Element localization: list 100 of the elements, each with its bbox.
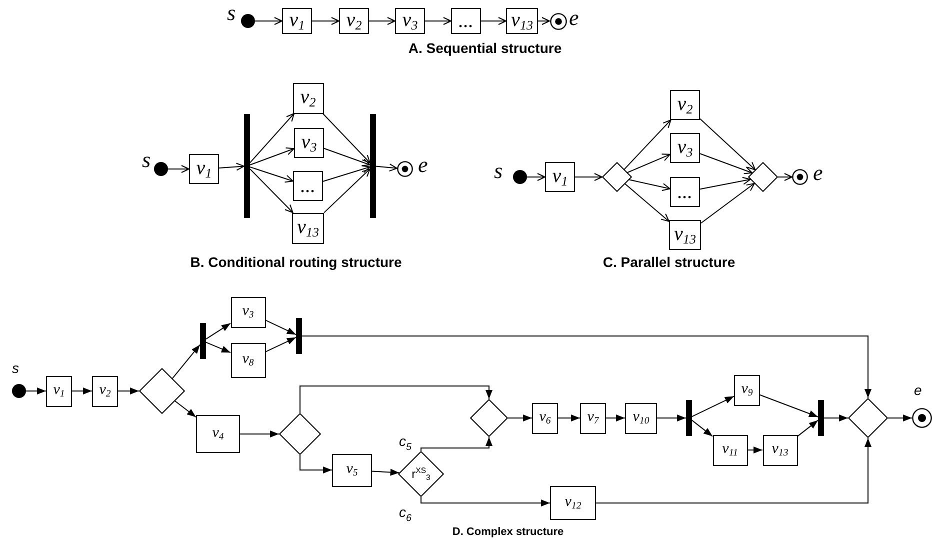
process-box	[545, 162, 575, 192]
node-label: v$_{4}$	[212, 426, 224, 442]
process-box	[293, 171, 323, 201]
process-box	[506, 8, 538, 34]
connector-arrow	[72, 388, 92, 394]
end-circle	[792, 169, 808, 185]
node-label: v$_{13}$	[297, 217, 319, 239]
node-label: v$_{2}$	[300, 87, 316, 109]
connector-arrow	[424, 17, 452, 25]
connector-arrow	[627, 154, 670, 173]
connector-arrow	[420, 436, 492, 452]
connector-arrow	[656, 414, 686, 422]
process-box	[550, 486, 596, 520]
node-label: s	[12, 361, 19, 375]
connector-arrow	[747, 446, 763, 454]
start-dot	[241, 14, 255, 28]
end-circle	[550, 12, 566, 30]
decision-diamond	[748, 162, 778, 192]
connector-arrow	[322, 165, 370, 182]
connector-arrow	[250, 147, 294, 166]
decision-diamond	[470, 399, 508, 437]
connector-arrow	[265, 336, 296, 352]
connector-arrow	[692, 396, 734, 418]
connector-arrow	[480, 17, 506, 25]
process-box	[292, 82, 324, 114]
decision-diamond	[279, 413, 321, 455]
process-box	[92, 376, 118, 406]
connector-arrow	[606, 414, 626, 422]
start-dot	[12, 384, 26, 398]
node-label: v$_{1}$	[53, 382, 65, 400]
caption: A. Sequential structure	[408, 40, 562, 56]
connector-arrow	[300, 386, 492, 414]
sync-bar	[370, 114, 376, 218]
connector-arrow	[420, 496, 550, 506]
node-label: v$_{10}$	[632, 410, 650, 426]
node-label: v$_{3}$	[677, 137, 693, 159]
start-dot	[513, 170, 527, 184]
connector-arrow	[250, 166, 294, 183]
connector-arrow	[26, 388, 46, 394]
connector-arrow	[700, 182, 755, 224]
sync-bar	[818, 400, 824, 436]
process-box	[339, 8, 369, 34]
sync-bar	[244, 114, 250, 218]
connector-arrow	[692, 420, 713, 437]
connector-arrow	[538, 17, 550, 25]
connector-arrow	[700, 118, 756, 170]
node-label: ...	[458, 11, 474, 31]
connector-arrow	[700, 176, 751, 190]
process-box	[670, 177, 700, 207]
sync-bar	[200, 323, 206, 359]
connector-arrow	[558, 414, 580, 422]
connector-arrow	[324, 168, 370, 214]
process-box	[292, 212, 324, 244]
connector-arrow	[324, 148, 370, 166]
process-box	[46, 376, 72, 406]
process-box	[734, 374, 760, 406]
connector-arrow	[700, 153, 753, 174]
process-box	[625, 402, 657, 434]
node-label: s	[227, 2, 236, 24]
connector-arrow	[628, 179, 670, 191]
node-label: v$_{11}$	[722, 442, 738, 458]
process-box	[670, 133, 700, 163]
node-label: v$_{9}$	[741, 382, 753, 398]
connector-arrow	[240, 430, 280, 438]
node-label: v$_{5}$	[346, 462, 358, 478]
process-box	[282, 8, 312, 34]
process-box	[189, 154, 219, 184]
node-label: e	[569, 7, 579, 29]
process-box	[230, 296, 266, 328]
process-box	[451, 8, 481, 34]
connector-arrow	[824, 414, 848, 422]
process-box	[294, 128, 324, 158]
connector-arrow	[312, 17, 340, 25]
node-label: v$_{2}$	[99, 382, 111, 400]
end-circle	[912, 408, 932, 428]
connector-arrow	[302, 336, 872, 398]
connector-arrow	[526, 173, 546, 181]
connector-arrow	[508, 414, 532, 422]
decision-diamond	[602, 162, 632, 192]
caption: C. Parallel structure	[602, 254, 736, 270]
connector-arrow	[574, 173, 602, 181]
node-label: v$_{7}$	[587, 410, 599, 426]
connector-arrow	[218, 162, 244, 171]
node-label: s	[142, 149, 151, 171]
connector-arrow	[250, 113, 295, 164]
connector-arrow	[265, 320, 296, 336]
connector-arrow	[760, 394, 818, 418]
node-label: e	[914, 383, 922, 397]
connector-arrow	[174, 400, 196, 418]
node-label: v$_{1}$	[552, 166, 568, 188]
decision-diamond	[139, 368, 185, 414]
node-label: v$_{13}$	[511, 10, 533, 32]
connector-arrow	[172, 344, 200, 379]
caption: B. Conditional routing structure	[190, 254, 402, 270]
node-label: v$_{8}$	[242, 352, 254, 368]
node-label: v$_{1}$	[289, 10, 305, 32]
sync-bar	[296, 318, 302, 354]
connector-arrow	[376, 164, 398, 172]
connector-arrow	[206, 342, 231, 354]
connector-arrow	[250, 168, 294, 213]
